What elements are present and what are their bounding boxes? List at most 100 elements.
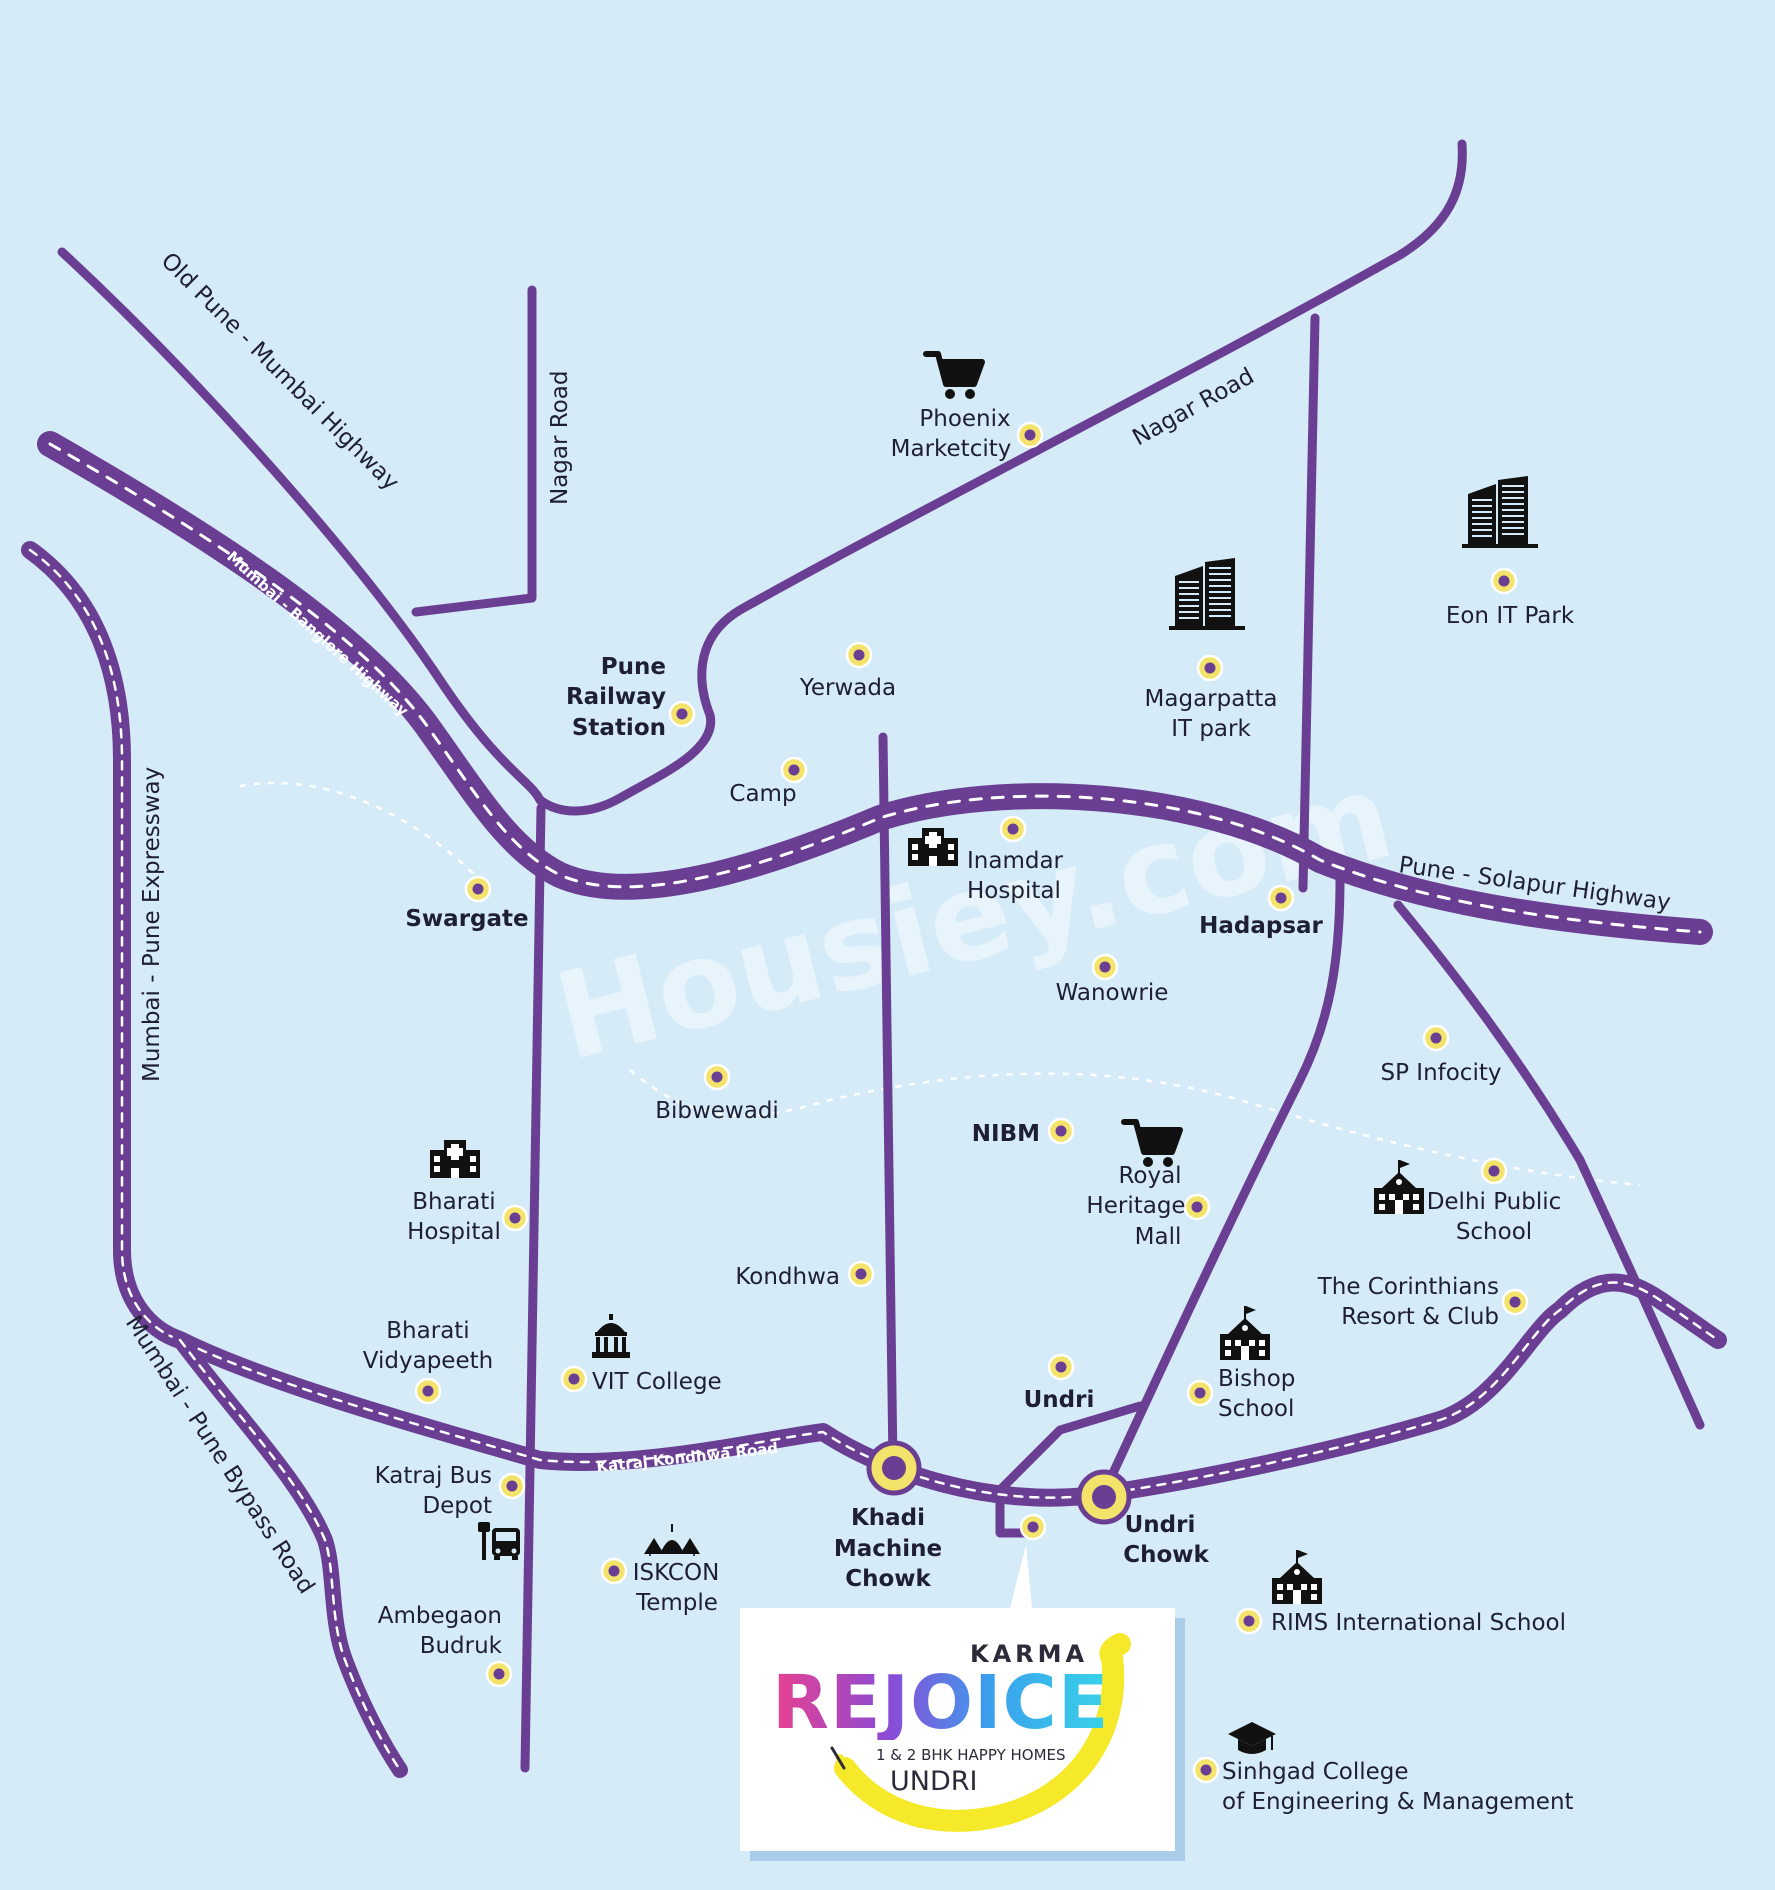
marker-project-site [1019, 1513, 1047, 1541]
road-solapur-branch [1393, 900, 1705, 1430]
label-eon-it-park: Eon IT Park [1446, 603, 1575, 629]
label-hadapsar: Hadapsar [1199, 913, 1323, 939]
marker-hadapsar [1267, 884, 1295, 912]
road-hadapsar-undri [1103, 875, 1345, 1489]
road-mumbai-pune-bypass-dashed [172, 1332, 408, 1778]
marker-iskcon-temple [600, 1557, 628, 1585]
marker-bharati-hospital [501, 1204, 529, 1232]
label-camp: Camp [729, 781, 796, 807]
marker-bharati-vidyapeeth [414, 1377, 442, 1405]
marker-rims-school [1235, 1607, 1263, 1635]
marker-nibm [1047, 1117, 1075, 1145]
road-old-pune-mumbai-highway [57, 247, 545, 805]
marker-undri [1047, 1353, 1075, 1381]
label-bibwewadi: Bibwewadi [655, 1098, 779, 1124]
hospital-icon [430, 1140, 480, 1178]
road-magarpatta [1298, 313, 1320, 893]
school-building-icon [1374, 1160, 1424, 1214]
temple-icon [644, 1524, 700, 1556]
marker-eon-it-park [1490, 567, 1518, 595]
marker-kondhwa [847, 1260, 875, 1288]
marker-camp [780, 756, 808, 784]
marker-sp-infocity [1422, 1024, 1450, 1052]
marker-katraj-bus-depot [498, 1472, 526, 1500]
road-nagar-road [535, 139, 1467, 816]
logo-area: UNDRI [890, 1766, 978, 1797]
project-logo-card: KARMA REJOICE 1 & 2 BHK HAPPY HOMES UNDR… [740, 1608, 1175, 1851]
label-mumbai-pune-expressway: Mumbai - Pune Expressway [139, 767, 165, 1082]
logo-project-name: REJOICE [772, 1660, 1110, 1746]
road-camp-kondhwa [878, 732, 898, 1470]
marker-undri-chowk [1076, 1469, 1132, 1525]
marker-swargate [464, 875, 492, 903]
college-dome-icon [592, 1314, 630, 1358]
marker-khadi-machine-chowk [866, 1440, 922, 1496]
highway-mumbai-banglore [37, 431, 1713, 945]
marker-wanowrie [1091, 953, 1119, 981]
label-nagar-road-west: Nagar Road [547, 371, 573, 505]
label-vit-college: VIT College [592, 1369, 722, 1395]
marker-corinthians [1501, 1288, 1529, 1316]
label-swargate: Swargate [405, 906, 528, 932]
marker-phoenix-marketcity [1016, 421, 1044, 449]
label-undri: Undri [1024, 1387, 1095, 1413]
hospital-icon [908, 828, 958, 866]
office-towers-icon [1167, 556, 1247, 630]
callout-pointer [1010, 1545, 1032, 1608]
graduation-cap-icon [1228, 1722, 1276, 1754]
label-mumbai-banglore-highway: Mumbai - Banglore Highway [223, 548, 412, 720]
label-nagar-road-east: Nagar Road [1128, 363, 1258, 451]
bus-stop-icon [478, 1522, 520, 1560]
marker-ambegaon-budruk [485, 1660, 513, 1688]
label-yerwada: Yerwada [799, 675, 896, 701]
marker-sinhgad-college [1192, 1756, 1220, 1784]
marker-bishop-school [1186, 1379, 1214, 1407]
marker-vit-college [560, 1365, 588, 1393]
road-nagar-road-west [411, 285, 537, 617]
marker-pune-railway-station [668, 700, 696, 728]
label-old-pune-mumbai-highway: Old Pune - Mumbai Highway [156, 248, 404, 496]
label-sp-infocity: SP Infocity [1381, 1060, 1502, 1086]
marker-delhi-public-school [1480, 1157, 1508, 1185]
dashed-path-south [629, 1069, 1641, 1187]
school-building-icon [1220, 1306, 1270, 1360]
shopping-cart-icon [1124, 1122, 1180, 1167]
label-nibm: NIBM [972, 1121, 1040, 1147]
marker-magarpatta [1196, 654, 1224, 682]
marker-bibwewadi [703, 1063, 731, 1091]
highway-mumbai-pune-expressway [21, 541, 1727, 1507]
school-building-icon [1272, 1550, 1322, 1604]
marker-royal-heritage-mall [1183, 1193, 1211, 1221]
marker-yerwada [845, 641, 873, 669]
shopping-cart-icon [926, 354, 982, 399]
marker-inamdar-hospital [999, 815, 1027, 843]
label-kondhwa: Kondhwa [735, 1264, 840, 1290]
logo-smile-icon [830, 1633, 1131, 1832]
logo-tagline: 1 & 2 BHK HAPPY HOMES [876, 1746, 1066, 1764]
label-wanowrie: Wanowrie [1056, 980, 1169, 1006]
office-towers-icon [1460, 474, 1540, 548]
label-katraj-kondhwa-road: Katraj Kondhwa Road [596, 1439, 779, 1476]
label-rims-school: RIMS International School [1271, 1610, 1566, 1636]
dashed-path-swargate [239, 781, 481, 881]
logo-brand: KARMA [970, 1640, 1089, 1668]
road-swargate-south [520, 803, 546, 1773]
